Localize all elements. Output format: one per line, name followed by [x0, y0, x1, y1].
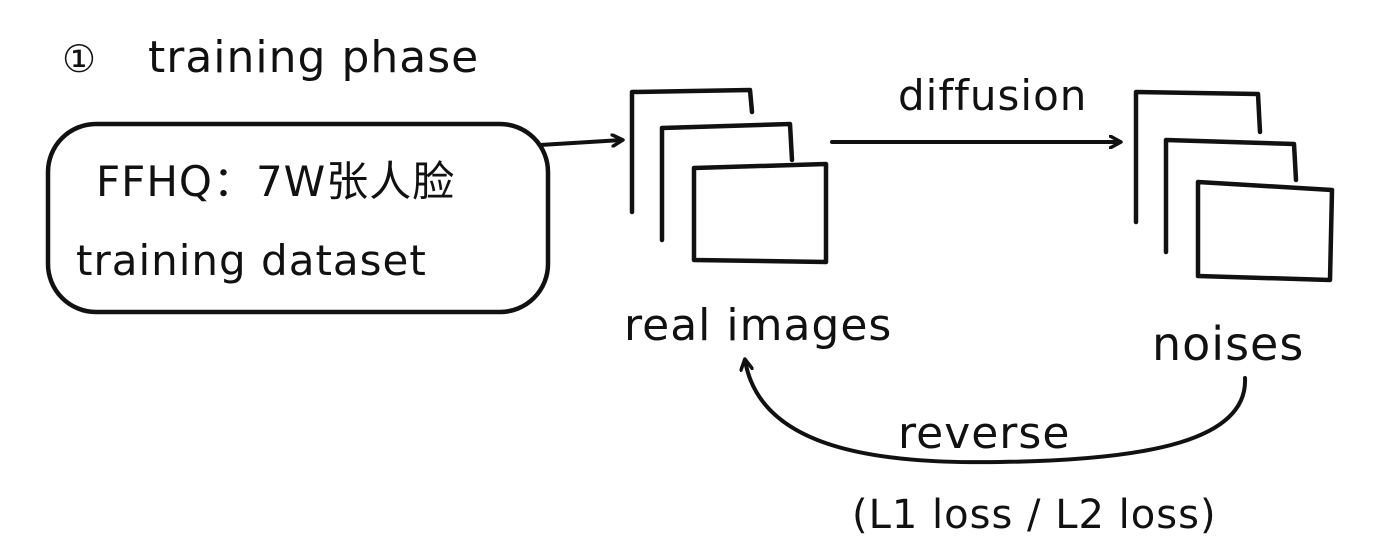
- reverse-arrow: [745, 360, 1248, 465]
- noise-frame: [1195, 179, 1335, 283]
- phase-title: training phase: [148, 32, 479, 83]
- loss-label: (L1 loss / L2 loss): [852, 492, 1217, 538]
- dataset-box: [45, 121, 551, 315]
- diffusion-label: diffusion: [898, 71, 1087, 120]
- reverse-label: reverse: [898, 408, 1070, 459]
- dataset-description: training dataset: [76, 236, 427, 285]
- image-frame: [691, 161, 829, 265]
- real-images-stack: [629, 87, 829, 265]
- real-images-label: real images: [624, 300, 892, 351]
- noises-stack: [1133, 89, 1335, 283]
- dataset-name: FFHQ：7W张人脸: [96, 157, 455, 206]
- dataset-to-images-arrow: [538, 140, 622, 145]
- noises-label: noises: [1152, 317, 1304, 371]
- phase-marker: ①: [62, 37, 97, 81]
